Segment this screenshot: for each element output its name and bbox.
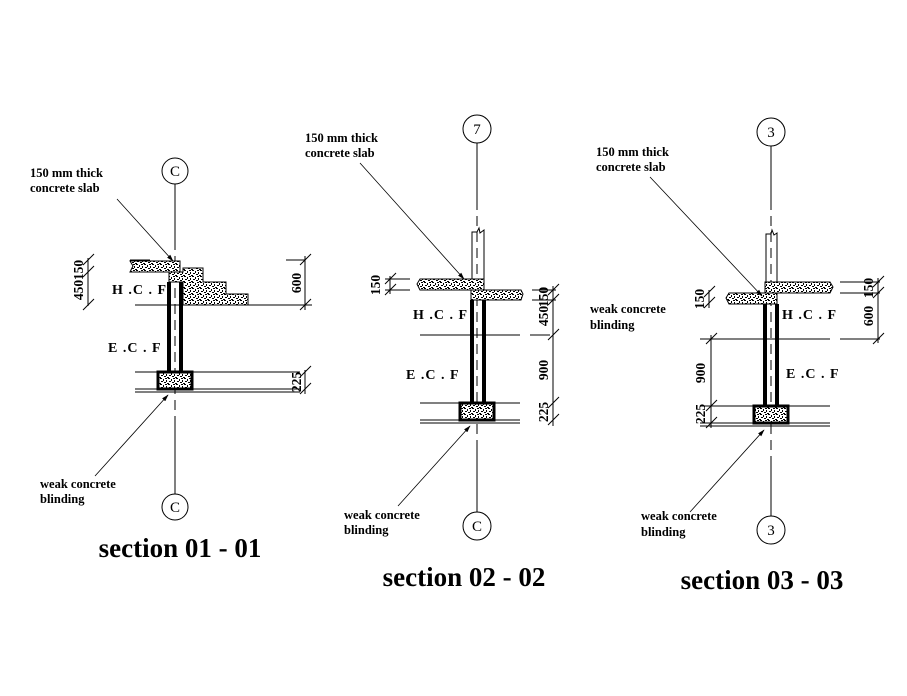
svg-text:150: 150 <box>71 260 86 281</box>
slab-note-line1: 150 mm thick <box>305 131 378 145</box>
svg-text:C: C <box>472 519 482 535</box>
upper-wall <box>471 226 485 279</box>
section-02: 7 C H .C . F E .C . F 150 mm thick concr… <box>305 114 560 592</box>
ecf-label: E .C . F <box>786 367 840 382</box>
slab-leader <box>359 162 465 280</box>
slab-leader <box>649 176 763 297</box>
blinding-note-line1: weak concrete <box>590 302 666 316</box>
svg-text:C: C <box>170 164 180 180</box>
svg-text:450: 450 <box>536 306 551 327</box>
wall-right-face <box>179 282 183 372</box>
svg-text:150: 150 <box>368 275 383 296</box>
ecf-label: E .C . F <box>406 368 460 383</box>
section-title: section 02 - 02 <box>383 562 546 592</box>
concrete-slab <box>129 260 181 273</box>
strip-footing <box>458 401 496 422</box>
dimension-right: 600 225 <box>286 253 312 395</box>
blinding-note-bottom-line2: blinding <box>641 525 686 539</box>
svg-text:600: 600 <box>861 306 876 327</box>
svg-text:225: 225 <box>693 404 708 425</box>
svg-text:3: 3 <box>767 523 775 539</box>
slab-leader <box>116 198 174 262</box>
svg-text:150: 150 <box>861 278 876 299</box>
grid-bubble-bottom: 3 <box>756 515 786 545</box>
grid-bubble-top: 3 <box>756 117 786 147</box>
svg-text:3: 3 <box>767 125 775 141</box>
dimension-right: 150 600 <box>861 275 885 345</box>
ecf-label: E .C . F <box>108 341 162 356</box>
strip-footing <box>752 404 790 425</box>
svg-text:225: 225 <box>536 402 551 423</box>
blinding-note-line1: weak concrete <box>40 477 116 491</box>
svg-text:450: 450 <box>71 280 86 301</box>
svg-text:900: 900 <box>693 363 708 384</box>
svg-text:225: 225 <box>289 372 304 393</box>
slab-note-line1: 150 mm thick <box>596 145 669 159</box>
dimension-left: 150 <box>368 272 397 296</box>
svg-text:600: 600 <box>289 273 304 294</box>
section-title: section 01 - 01 <box>99 533 262 563</box>
ground-slab <box>764 281 834 294</box>
ground-slab <box>470 289 524 301</box>
slab-note-line2: concrete slab <box>596 160 666 174</box>
svg-text:150: 150 <box>692 289 707 310</box>
wall-left-face <box>167 282 171 372</box>
svg-text:7: 7 <box>473 122 481 138</box>
grid-bubble-top: C <box>161 157 189 185</box>
slab-note-line1: 150 mm thick <box>30 166 103 180</box>
blinding-note-line2: blinding <box>344 523 389 537</box>
hcf-label: H .C . F <box>112 283 167 298</box>
section-01: C C H .C . F E .C . F 150 mm thick concr… <box>30 157 312 563</box>
dimension-right: 150 450 900 225 <box>532 283 560 426</box>
blinding-note-bottom-line1: weak concrete <box>641 509 717 523</box>
blinding-note-line2: blinding <box>590 318 635 332</box>
grid-bubble-top: 7 <box>462 114 492 144</box>
section-title: section 03 - 03 <box>681 565 844 595</box>
dimension-left: 150 900 225 <box>692 285 718 429</box>
grid-bubble-bottom: C <box>161 493 189 521</box>
section-03: 3 3 H .C . F E .C . F 150 mm thick concr… <box>590 117 885 595</box>
svg-text:900: 900 <box>536 360 551 381</box>
concrete-slab <box>416 278 485 291</box>
svg-text:C: C <box>170 500 180 516</box>
hcf-label: H .C . F <box>413 308 468 323</box>
blinding-leader <box>397 425 471 507</box>
grid-bubble-bottom: C <box>462 511 492 541</box>
blinding-leader <box>94 394 169 477</box>
slab-note-line2: concrete slab <box>305 146 375 160</box>
dimension-left: 150 450 <box>71 253 95 311</box>
svg-text:150: 150 <box>536 287 551 308</box>
hcf-label: H .C . F <box>782 308 837 323</box>
blinding-note-line1: weak concrete <box>344 508 420 522</box>
concrete-slab <box>725 292 778 305</box>
blinding-note-line2: blinding <box>40 492 85 506</box>
upper-wall <box>765 228 778 282</box>
blinding-leader <box>689 429 765 513</box>
strip-footing <box>156 370 194 391</box>
slab-note-line2: concrete slab <box>30 181 100 195</box>
